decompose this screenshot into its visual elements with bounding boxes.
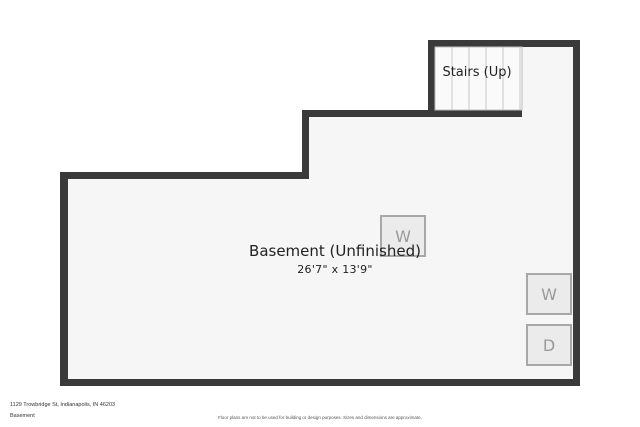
washer-label: W	[395, 226, 411, 246]
room-name: Basement (Unfinished)	[249, 242, 421, 260]
stairs-label: Stairs (Up)	[442, 65, 512, 80]
washer-label: W	[541, 284, 557, 304]
stairs-wall	[428, 40, 435, 117]
property-address: 1129 Trowbridge St, Indianapolis, IN 462…	[10, 402, 116, 408]
basement-floor	[68, 47, 573, 379]
washer-icon: W	[380, 215, 426, 257]
stairs-landing-wall	[428, 110, 522, 117]
dryer-icon: D	[526, 324, 572, 366]
basement-label: Basement (Unfinished) 26'7" x 13'9"	[230, 242, 440, 276]
room-dimensions: 26'7" x 13'9"	[297, 263, 373, 276]
washer-icon: W	[526, 273, 572, 315]
stairs-treads	[434, 46, 523, 111]
disclaimer: Floor plans are not to be used for build…	[218, 415, 422, 420]
dryer-label: D	[542, 335, 556, 355]
floor-level: Basement	[10, 413, 35, 419]
